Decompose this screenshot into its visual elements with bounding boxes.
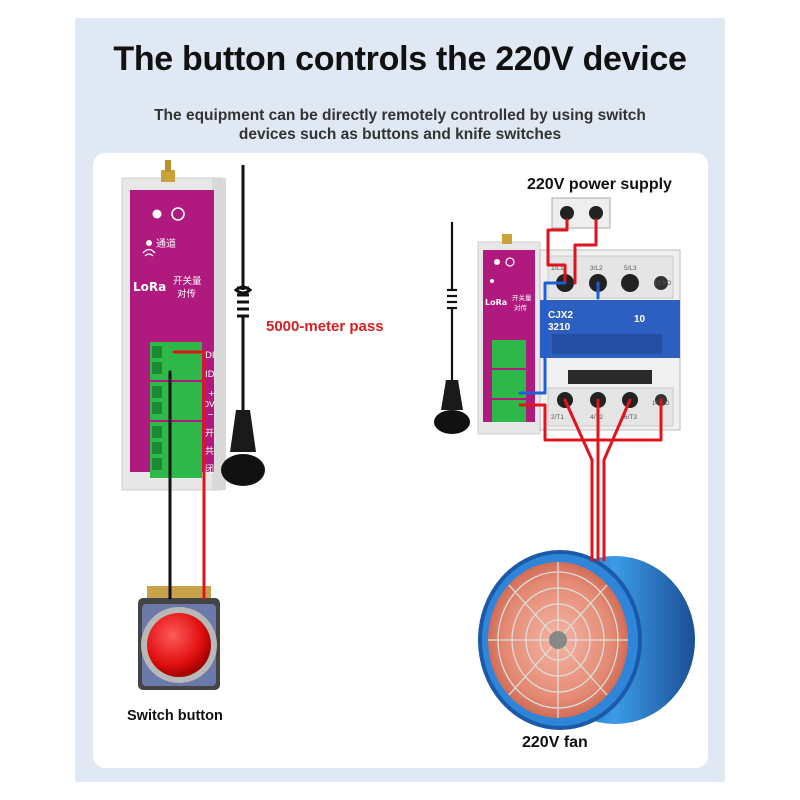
page-title: The button controls the 220V device [113, 40, 687, 78]
subtitle-line-1: The equipment can be directly remotely c… [154, 107, 646, 124]
power-icon [171, 207, 185, 221]
contactor-aux: 10 [634, 314, 646, 325]
contactor: 1/L1 3/L2 5/L3 13 NO CJX2 3210 10 2/T1 4… [539, 249, 681, 431]
wire-red-coil [518, 398, 663, 442]
wire-red-supply-1 [546, 218, 569, 285]
lora-module-small: LoRa 开关量 对传 [477, 234, 541, 435]
contactor-terminal-5: 5/L3 [624, 265, 637, 272]
contactor-terminal-3: 3/L2 [590, 265, 603, 272]
wire-red-fan-3 [602, 398, 632, 562]
wires [168, 218, 663, 600]
module-face [130, 190, 214, 322]
module-small-text-1: 开关量 [512, 293, 532, 302]
module-small-text-2: 对传 [514, 303, 528, 312]
axial-fan [478, 550, 695, 730]
subtitle-line-2: devices such as buttons and knife switch… [238, 126, 562, 143]
switch-button-label: Switch button [127, 708, 223, 724]
fan-label: 220V fan [522, 734, 588, 751]
channel-led [146, 240, 152, 246]
terminal-label-plus: + [208, 389, 215, 398]
power-supply-terminals [551, 197, 611, 229]
module-small-terminal-1 [492, 340, 526, 368]
lora-module-large: 通道 LoRa 开关量 对传 DI ID + 0V − 开 共 闭 [121, 160, 226, 491]
power-supply-label: 220V power supply [527, 176, 672, 193]
terminal-label-0v: 0V [204, 400, 215, 409]
module-small-face [483, 250, 535, 330]
wire-red-button [172, 350, 206, 600]
contactor-terminal-6: 6/T3 [624, 414, 637, 421]
terminal-label-k2: 共 [205, 446, 214, 457]
terminal-label-k3: 闭 [205, 463, 214, 475]
range-label: 5000-meter pass [266, 318, 384, 335]
contactor-rating: 3210 [548, 322, 571, 333]
module-text-1: 开关量 [173, 275, 202, 287]
module-side [212, 178, 226, 490]
antenna-connector [161, 170, 175, 182]
wire-blue-module [518, 281, 567, 395]
terminal-label-k1: 开 [205, 428, 214, 439]
contactor-terminal-2: 2/T1 [551, 414, 564, 421]
terminal-label-minus: − [207, 410, 214, 419]
antenna-large [221, 165, 265, 486]
wire-red-supply-2 [573, 218, 598, 285]
lora-logo-small: LoRa [485, 298, 507, 307]
module-small-terminal-3 [492, 400, 526, 422]
channel-label: 通道 [156, 237, 176, 250]
antenna-small [434, 222, 470, 434]
terminal-label-di: DI [205, 351, 215, 361]
contactor-terminal-1: 1/L1 [551, 265, 564, 272]
fan-hub [549, 631, 567, 649]
lora-logo: LoRa [133, 280, 166, 294]
page-subtitle: The equipment can be directly remotely c… [75, 106, 725, 144]
contactor-model: CJX2 [548, 310, 573, 321]
antenna-connector-pin [165, 160, 171, 172]
terminal-label-id: ID [205, 370, 215, 380]
push-button [138, 586, 220, 690]
button-cap [147, 613, 211, 677]
module-text-2: 对传 [177, 288, 197, 300]
contactor-terminal-13: 13 NO [654, 281, 672, 287]
wire-red-fan-1 [563, 398, 594, 562]
module-small-connector [502, 234, 512, 244]
wireless-icon [142, 248, 156, 257]
power-led [152, 209, 162, 219]
